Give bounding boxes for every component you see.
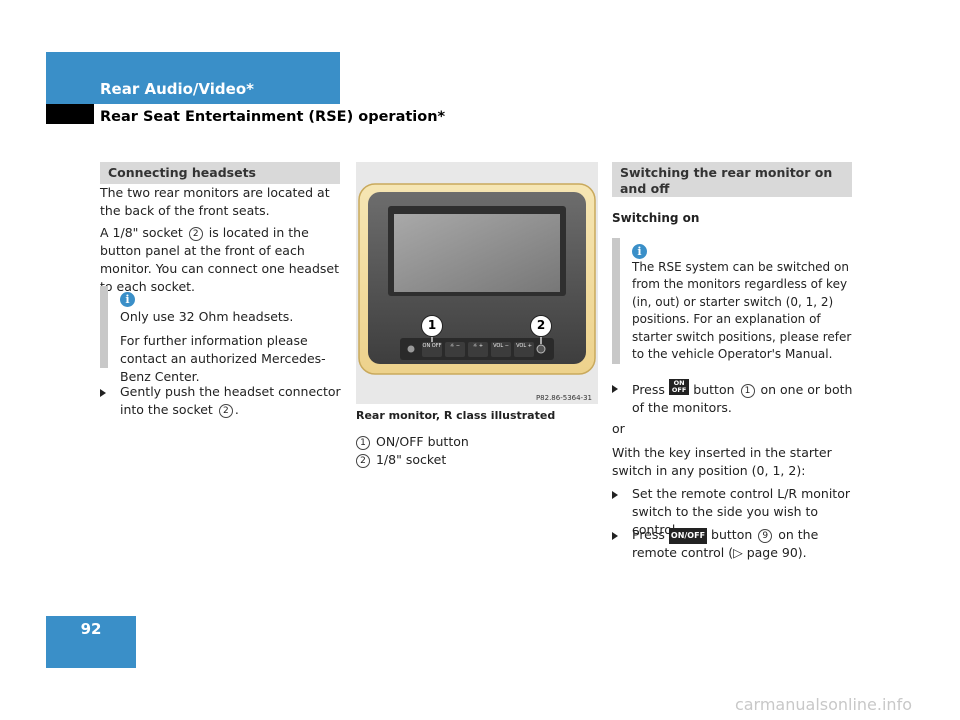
monitor-onoff-button: ON OFF <box>422 343 442 349</box>
info-box-headsets: i Only use 32 Ohm headsets. For further … <box>100 286 348 384</box>
watermark: carmanualsonline.info <box>734 695 912 714</box>
bullet-arrow-icon <box>612 491 618 499</box>
info-text-rse: The RSE system can be switched on from t… <box>632 260 852 361</box>
monitor-brightness-down-button: ☼ − <box>449 343 461 349</box>
info-box-rse: i The RSE system can be switched on from… <box>612 238 860 364</box>
section-title: Rear Audio/Video* <box>100 80 254 98</box>
heading-connecting-headsets: Connecting headsets <box>100 162 340 185</box>
para-key-inserted: With the key inserted in the starter swi… <box>612 445 832 479</box>
bullet-push-connector: Gently push the headset connector into t… <box>100 383 344 419</box>
page-number-box <box>46 616 136 668</box>
callout-number-2: 2 <box>188 227 203 241</box>
figure-image-code: P82.86-5364-31 <box>535 394 592 402</box>
figure-callout-2: 2 <box>530 315 552 337</box>
callout-number-2: 2 <box>218 404 233 419</box>
rear-monitor-illustration <box>358 183 596 375</box>
para-monitors-location: The two rear monitors are located at the… <box>100 185 330 219</box>
header-tab <box>46 52 340 104</box>
para-socket: A 1/8" socket 2 is located in the button… <box>100 225 340 295</box>
bullet-press-remote: Press ON/OFF button 9 on the remote cont… <box>612 526 858 562</box>
callout-number-1: 1 <box>356 436 370 450</box>
figure-rear-monitor: ON OFF ☼ − ☼ + VOL − VOL + 1 2 P82.86-53… <box>356 162 598 404</box>
legend-item-2: 2 1/8" socket <box>356 451 446 469</box>
monitor-vol-down-button: VOL − <box>493 343 509 349</box>
callout-number-9: 9 <box>758 529 773 543</box>
legend-item-1: 1 ON/OFF button <box>356 433 469 451</box>
subheading-switching-on: Switching on <box>612 211 700 225</box>
header-black-tab <box>46 104 94 124</box>
bullet-arrow-icon <box>612 532 618 540</box>
info-text-ohm: Only use 32 Ohm headsets. <box>120 309 294 324</box>
bullet-arrow-icon <box>100 389 106 397</box>
page-number: 92 <box>80 620 102 638</box>
chapter-title: Rear Seat Entertainment (RSE) operation* <box>100 109 446 125</box>
remote-onoff-button-icon: ON/OFF <box>668 528 708 544</box>
monitor-brightness-up-button: ☼ + <box>472 343 484 349</box>
info-text-contact: For further information please contact a… <box>120 333 326 385</box>
info-icon: i <box>120 292 135 307</box>
figure-caption: Rear monitor, R class illustrated <box>356 409 556 422</box>
monitor-vol-up-button: VOL + <box>516 343 532 349</box>
figure-callout-1: 1 <box>421 315 443 337</box>
bullet-set-remote: Set the remote control L/R monitor switc… <box>612 485 858 539</box>
bullet-arrow-icon <box>612 385 618 393</box>
info-icon: i <box>632 244 647 259</box>
or-text: or <box>612 421 625 436</box>
callout-number-2: 2 <box>356 454 370 468</box>
heading-switching-monitor: Switching the rear monitor on and off <box>612 162 852 197</box>
callout-number-1: 1 <box>740 384 755 398</box>
